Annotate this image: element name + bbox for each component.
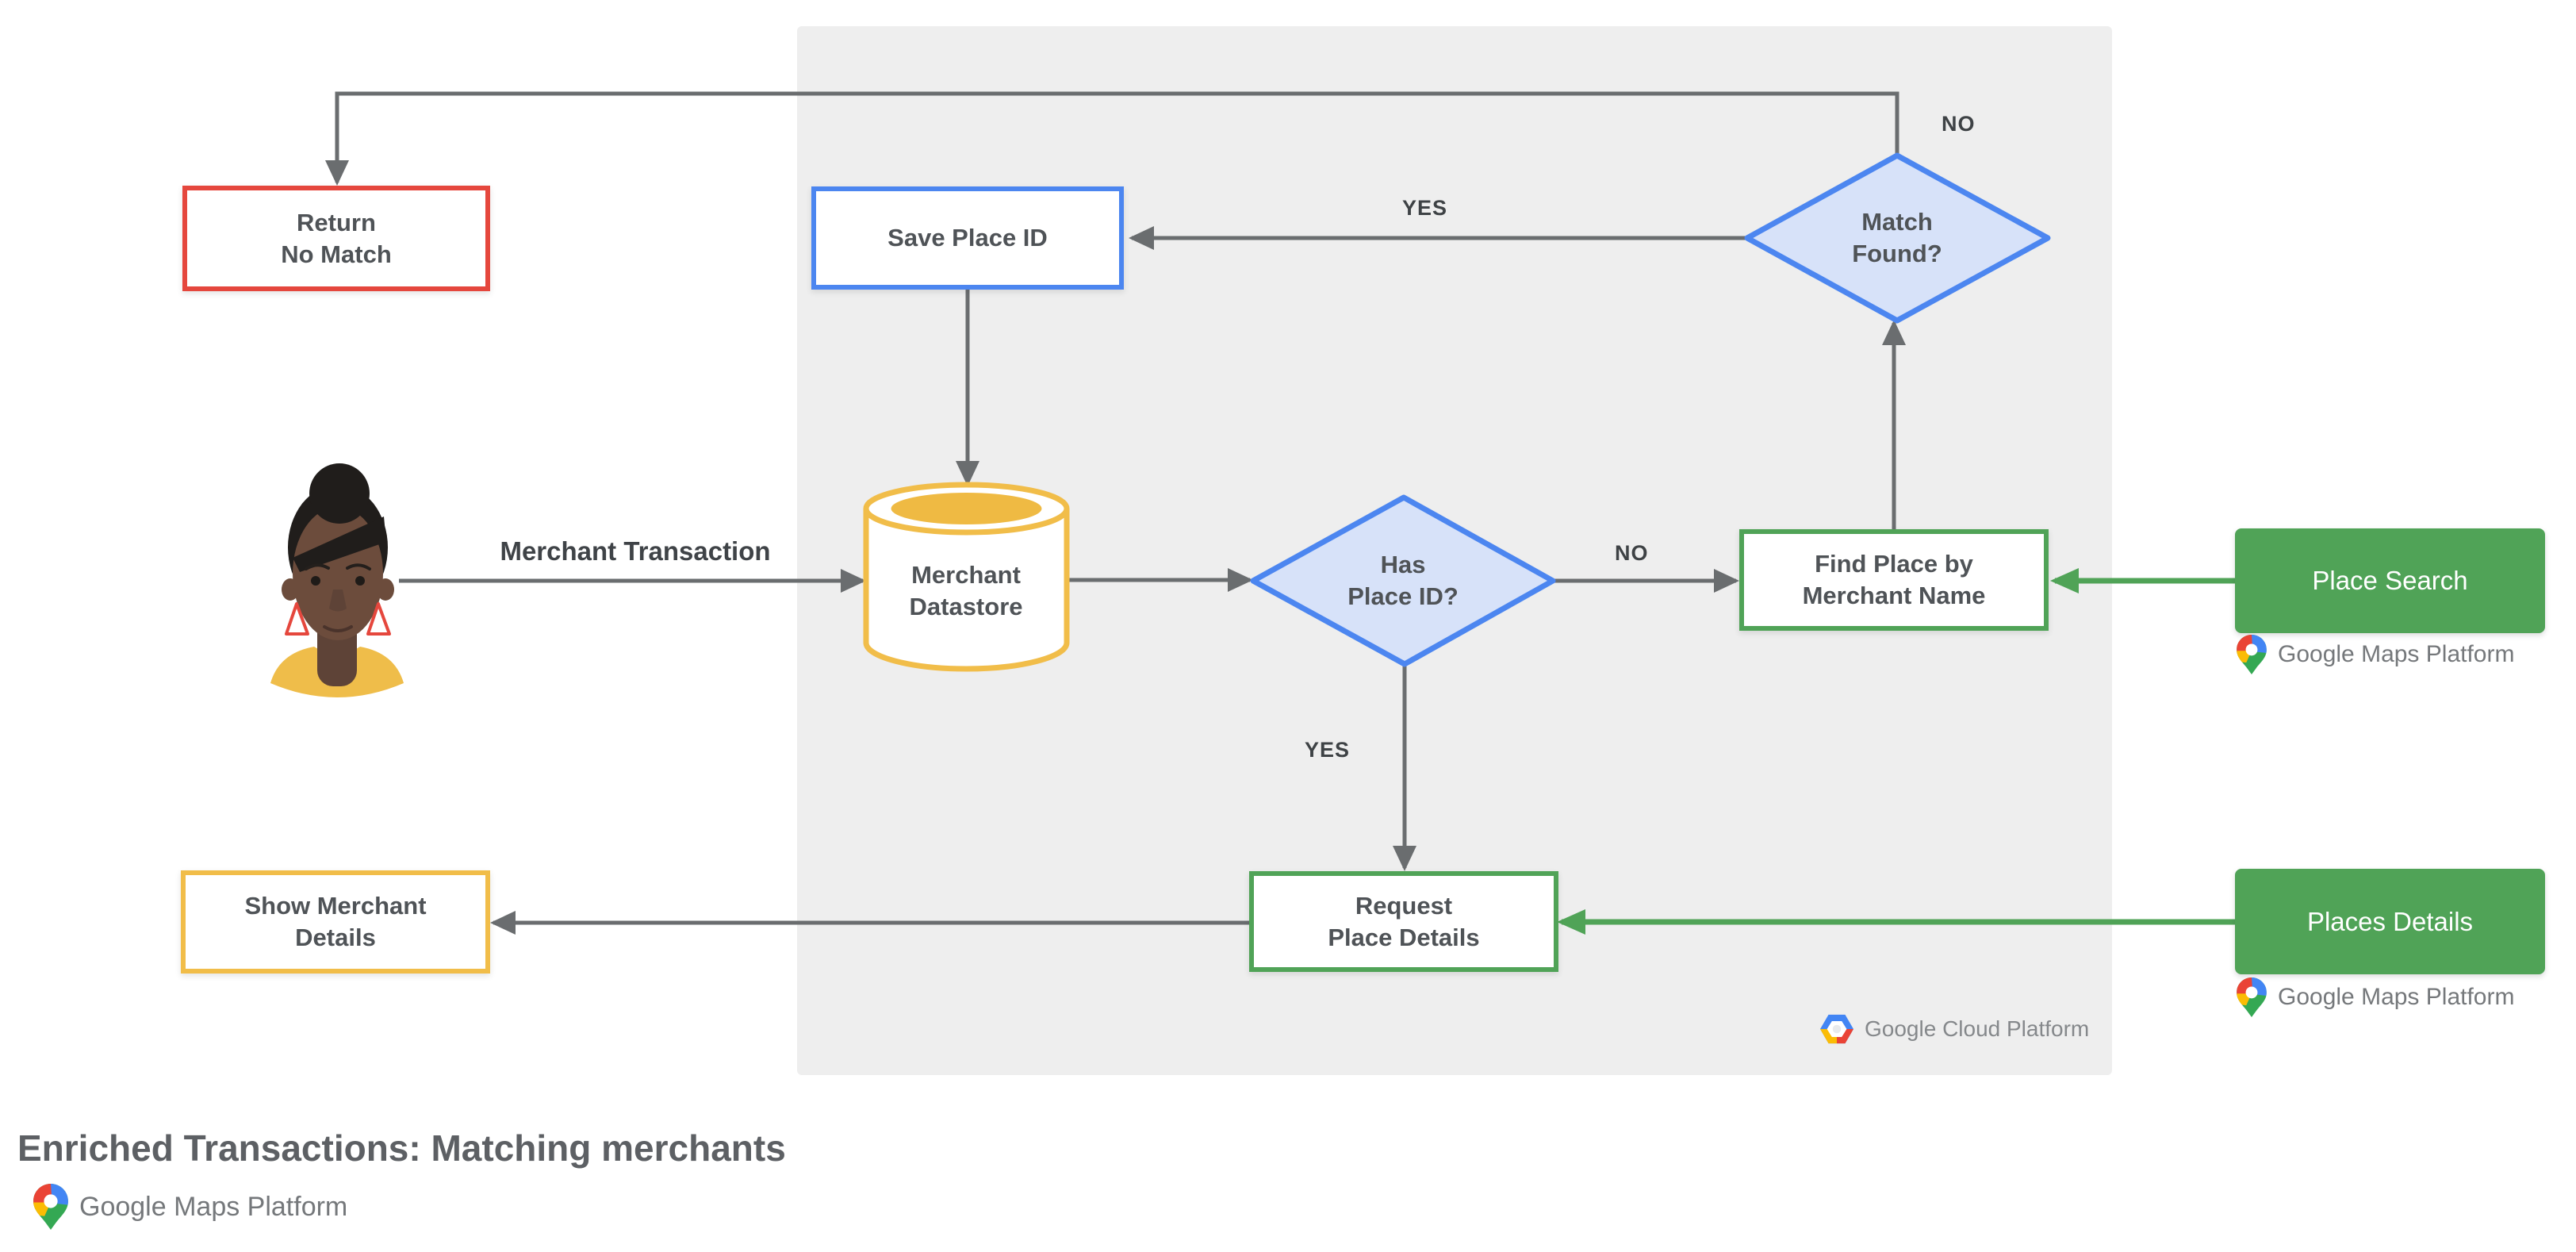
maps-platform-logo-text: Google Maps Platform	[2278, 984, 2515, 1010]
edge-label-no-find: NO	[1615, 541, 1649, 565]
node-places-details: Places Details	[2235, 869, 2545, 974]
node-label: Return No Match	[281, 208, 392, 268]
node-label: Find Place by Merchant Name	[1802, 550, 1986, 609]
node-return-no-match: Return No Match	[182, 186, 490, 291]
node-label: Places Details	[2306, 906, 2474, 936]
google-maps-pin-icon	[2237, 977, 2267, 1017]
node-label: Place Search	[2312, 566, 2468, 595]
node-place-search: Place Search	[2235, 528, 2545, 633]
gray-edges	[325, 91, 1906, 935]
node-find-place-by-merchant-name: Find Place by Merchant Name	[1739, 529, 2049, 631]
maps-platform-logo-text: Google Maps Platform	[79, 1191, 348, 1222]
match-found-diamond	[1744, 152, 2051, 324]
maps-platform-logo-text: Google Maps Platform	[2278, 641, 2515, 667]
node-label: Show Merchant Details	[244, 892, 427, 951]
edge-match-found-no-loop	[325, 91, 1899, 186]
edge-label-yes-save: YES	[1402, 196, 1448, 220]
cloud-platform-logo-text: Google Cloud Platform	[1865, 1016, 2090, 1041]
node-label: Request Place Details	[1328, 891, 1480, 951]
google-cloud-hexagon-icon	[1820, 1014, 1853, 1044]
node-merchant-datastore: Merchant Datastore	[909, 561, 1023, 620]
merchant-datastore-cylinder	[863, 482, 1070, 672]
merchant-transaction-label: Merchant Transaction	[500, 536, 771, 566]
edge-label-yes-request: YES	[1305, 738, 1351, 762]
avatar-bun	[309, 463, 370, 524]
google-maps-pin-icon	[2237, 635, 2267, 674]
avatar-earring-right	[366, 602, 391, 636]
node-match-found: Match Found?	[1852, 208, 1942, 267]
avatar-fringe	[293, 517, 386, 572]
cloud-platform-logo: Google Cloud Platform	[1820, 1014, 2089, 1044]
maps-platform-logo-places-details: Google Maps Platform	[2237, 977, 2514, 1017]
node-label: Save Place ID	[887, 224, 1048, 252]
avatar-earring-left	[285, 602, 309, 636]
node-request-place-details: Request Place Details	[1249, 871, 1558, 972]
maps-platform-logo-place-search: Google Maps Platform	[2237, 635, 2514, 674]
node-save-place-id: Save Place ID	[811, 186, 1124, 290]
green-edges	[1557, 568, 2235, 935]
merchant-avatar	[270, 463, 404, 697]
node-has-place-id: Has Place ID?	[1347, 551, 1459, 610]
node-show-merchant-details: Show Merchant Details	[181, 870, 490, 974]
maps-platform-logo-footer: Google Maps Platform	[33, 1184, 347, 1230]
edge-label-no-top: NO	[1942, 112, 1976, 136]
google-maps-pin-icon	[33, 1184, 68, 1230]
has-place-id-diamond	[1250, 494, 1556, 667]
page-title: Enriched Transactions: Matching merchant…	[17, 1127, 786, 1169]
